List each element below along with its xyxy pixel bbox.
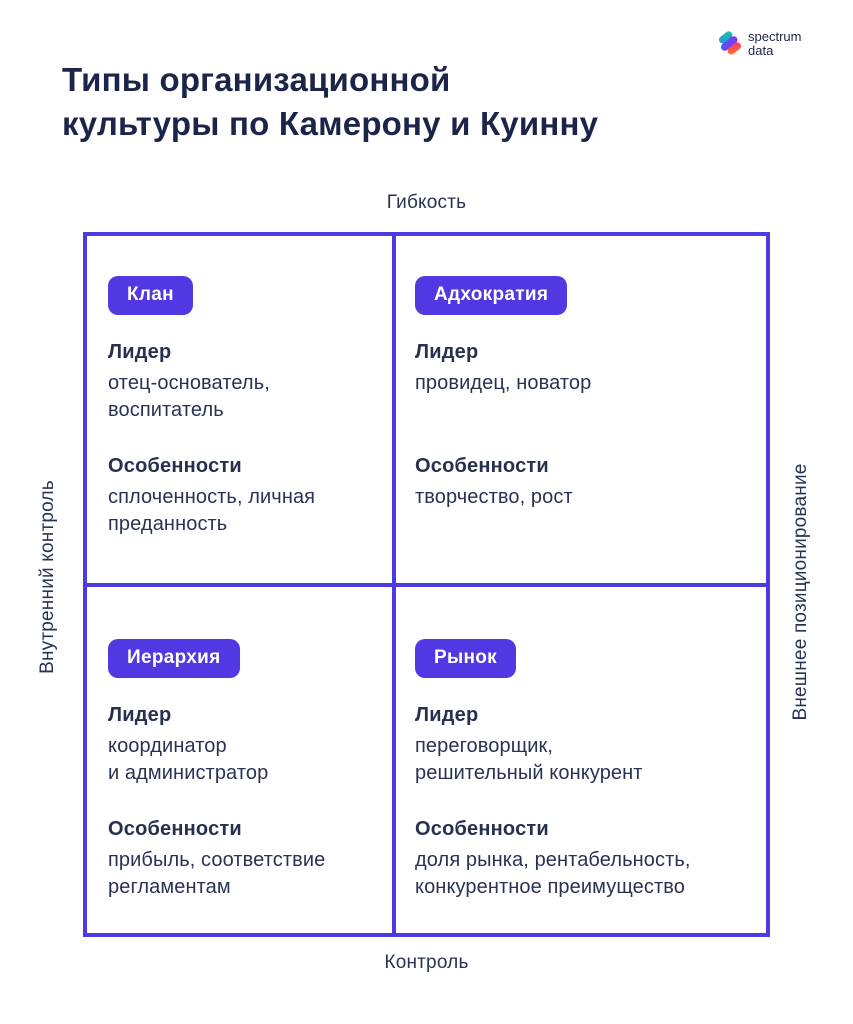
quadrant-badge: Рынок [415,639,516,678]
quadrant-hierarchy: Иерархия Лидер координатор и администрат… [87,587,392,933]
quadrant-badge: Адхократия [415,276,568,315]
leader-text: переговорщик, решительный конкурент [415,735,643,784]
logo-wordmark: spectrum data [748,29,802,58]
features-heading: Особенности [415,818,549,840]
culture-matrix: Клан Лидер отец-основатель, воспитатель … [83,232,770,937]
axis-label-bottom: Контроль [384,952,469,973]
quadrant-clan: Клан Лидер отец-основатель, воспитатель … [87,236,392,583]
spectrum-swirl-icon [716,30,742,63]
leader-heading: Лидер [415,704,479,726]
leader-text: отец-основатель, воспитатель [108,372,270,421]
quadrant-adhocracy: Адхократия Лидер провидец, новатор Особе… [396,236,766,583]
features-text: творчество, рост [415,486,573,508]
features-text: сплоченность, личная преданность [108,486,316,535]
leader-heading: Лидер [415,341,479,363]
leader-text: провидец, новатор [415,372,592,394]
page-title: Типы организационной культуры по Камерон… [62,61,599,142]
leader-text: координатор и администратор [108,735,269,784]
features-heading: Особенности [108,818,242,840]
axis-label-right: Внешнее позиционирование [790,463,811,721]
features-text: доля рынка, рентабельность, конкурентное… [415,849,691,898]
features-text: прибыль, соответствие регламентам [108,849,326,898]
axis-label-left: Внутренний контроль [37,480,58,674]
quadrant-badge: Иерархия [108,639,240,678]
axis-label-top: Гибкость [386,192,467,213]
leader-heading: Лидер [108,341,172,363]
features-heading: Особенности [415,455,549,477]
quadrant-market: Рынок Лидер переговорщик, решительный ко… [396,587,766,933]
leader-heading: Лидер [108,704,172,726]
matrix-horizontal-divider [87,583,766,587]
quadrant-badge: Клан [108,276,193,315]
features-heading: Особенности [108,455,242,477]
spectrum-data-logo: spectrum data [716,30,801,63]
